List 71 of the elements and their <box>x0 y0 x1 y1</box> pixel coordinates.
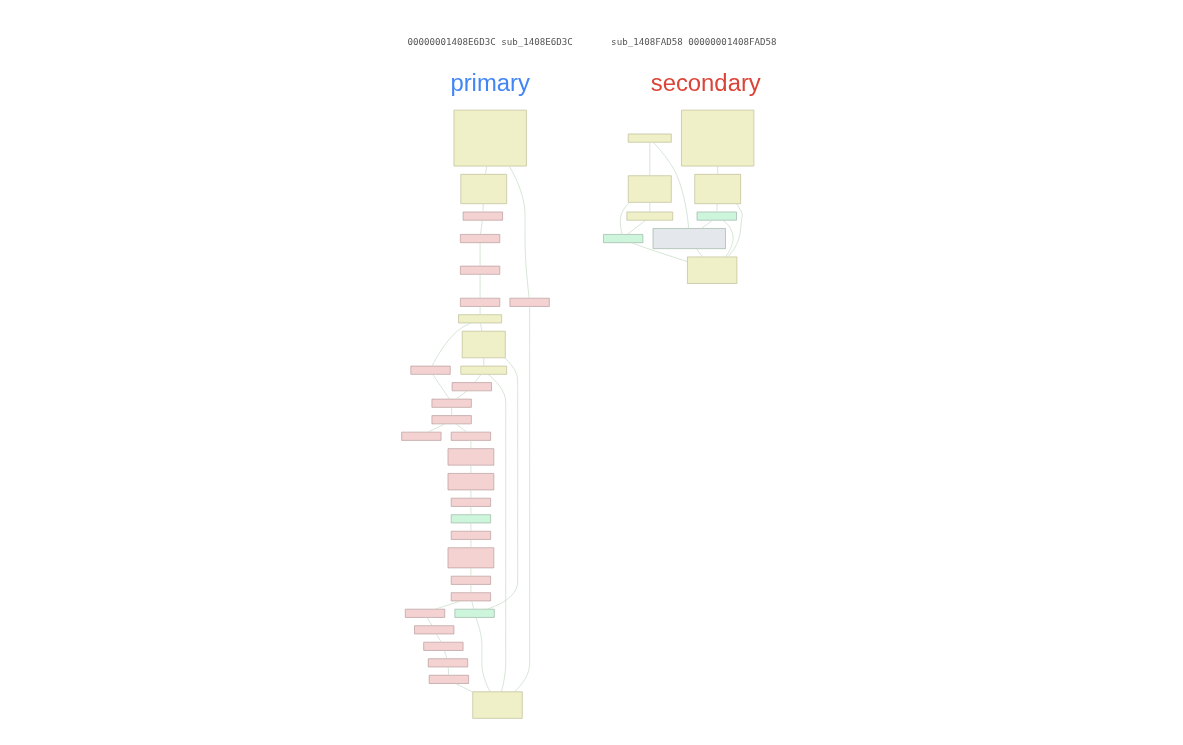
node-box <box>450 514 491 524</box>
node-box <box>460 174 507 204</box>
node-box <box>427 658 468 668</box>
connector <box>487 374 506 692</box>
node-box <box>447 448 494 466</box>
node-box <box>627 175 672 203</box>
connector <box>450 407 452 416</box>
node-box <box>450 431 491 441</box>
node-box <box>450 530 491 540</box>
node-box <box>686 256 737 284</box>
connector <box>727 203 743 258</box>
node-box <box>431 398 472 408</box>
connector <box>455 390 467 400</box>
connector <box>473 374 481 383</box>
node-box <box>459 234 500 243</box>
node-box <box>626 211 673 221</box>
node-box <box>696 211 737 221</box>
connector <box>652 142 689 229</box>
connector <box>619 202 630 235</box>
node-box <box>460 365 507 375</box>
connector <box>455 423 467 433</box>
node-box <box>404 608 445 618</box>
connector <box>700 219 713 229</box>
node-box <box>459 265 500 275</box>
connector <box>447 666 449 676</box>
node-box <box>457 314 502 324</box>
connector <box>434 600 461 610</box>
node-box <box>400 431 441 441</box>
connector <box>626 219 646 235</box>
node-box <box>471 691 523 719</box>
label: sub_1408FAD58 00000001408FAD58 <box>610 36 777 48</box>
label: primary <box>449 68 530 96</box>
node-box <box>693 174 741 204</box>
connector <box>426 617 432 626</box>
connector <box>695 248 703 257</box>
node-box <box>627 133 672 143</box>
connector <box>427 423 445 433</box>
connector <box>486 357 518 610</box>
node-box <box>447 473 494 491</box>
connector <box>475 617 490 692</box>
node-box <box>459 297 500 307</box>
node-box <box>450 497 491 507</box>
node-box <box>652 228 726 249</box>
node-box <box>451 382 492 392</box>
node-box <box>509 297 550 307</box>
node-box <box>431 415 472 425</box>
node-box <box>413 625 454 635</box>
node-box <box>410 365 451 375</box>
connector <box>454 683 473 693</box>
label: 00000001408E6D3C sub_1408E6D3C <box>406 36 573 48</box>
node-box <box>447 547 494 569</box>
node-box <box>450 592 491 602</box>
node-box <box>454 608 495 618</box>
node-box <box>422 641 463 651</box>
node-box <box>453 109 527 167</box>
label: secondary <box>650 68 761 96</box>
connector <box>716 165 718 175</box>
connector <box>431 374 450 400</box>
connector <box>508 165 530 299</box>
node-box <box>461 330 506 359</box>
connector <box>431 322 471 367</box>
connector <box>513 306 530 692</box>
node-box <box>450 575 491 585</box>
connector <box>479 219 483 235</box>
connector <box>630 242 688 262</box>
node-box <box>462 211 503 221</box>
node-box <box>680 109 754 167</box>
node-box <box>602 234 643 243</box>
connector <box>435 633 441 643</box>
node-box <box>428 674 469 684</box>
connector <box>721 219 733 258</box>
